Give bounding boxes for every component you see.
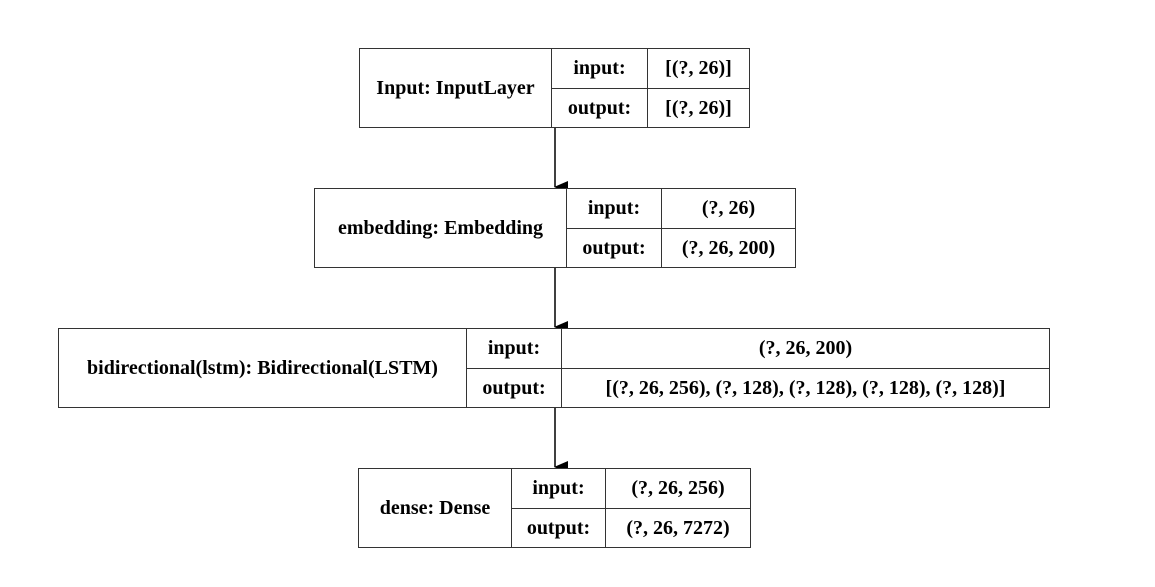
port-table: input: (?, 26, 200) output: [(?, 26, 256… bbox=[467, 329, 1049, 407]
input-label: input: bbox=[567, 189, 662, 228]
port-table: input: (?, 26, 256) output: (?, 26, 7272… bbox=[512, 469, 750, 547]
node-name: Input: InputLayer bbox=[360, 49, 552, 127]
node-name: embedding: Embedding bbox=[315, 189, 567, 267]
input-label: input: bbox=[467, 329, 562, 368]
input-row: input: (?, 26, 200) bbox=[467, 329, 1049, 368]
input-shape: (?, 26, 256) bbox=[631, 477, 725, 500]
output-row: output: (?, 26, 200) bbox=[567, 227, 795, 267]
node-dense: dense: Dense input: (?, 26, 256) output:… bbox=[358, 468, 751, 548]
port-table: input: [(?, 26)] output: [(?, 26)] bbox=[552, 49, 749, 127]
output-row: output: (?, 26, 7272) bbox=[512, 507, 750, 547]
input-shape: (?, 26, 200) bbox=[758, 337, 853, 360]
port-table: input: (?, 26) output: (?, 26, 200) bbox=[567, 189, 795, 267]
input-shape: (?, 26) bbox=[701, 197, 756, 220]
input-label: input: bbox=[552, 49, 648, 88]
node-input-layer: Input: InputLayer input: [(?, 26)] outpu… bbox=[359, 48, 750, 128]
node-name: dense: Dense bbox=[359, 469, 512, 547]
node-embedding: embedding: Embedding input: (?, 26) outp… bbox=[314, 188, 796, 268]
output-label: output: bbox=[512, 508, 606, 547]
output-shape: (?, 26, 200) bbox=[681, 236, 776, 259]
output-shape: (?, 26, 7272) bbox=[626, 516, 730, 539]
output-label: output: bbox=[567, 228, 662, 267]
input-shape: [(?, 26)] bbox=[665, 57, 732, 80]
input-label: input: bbox=[512, 469, 606, 508]
node-name: bidirectional(lstm): Bidirectional(LSTM) bbox=[59, 329, 467, 407]
output-shape: [(?, 26)] bbox=[665, 96, 732, 119]
node-bidirectional-lstm: bidirectional(lstm): Bidirectional(LSTM)… bbox=[58, 328, 1050, 408]
output-shape: [(?, 26, 256), (?, 128), (?, 128), (?, 1… bbox=[605, 376, 1006, 399]
output-label: output: bbox=[467, 368, 562, 407]
input-row: input: (?, 26) bbox=[567, 189, 795, 228]
input-row: input: [(?, 26)] bbox=[552, 49, 749, 88]
output-row: output: [(?, 26)] bbox=[552, 87, 749, 127]
output-label: output: bbox=[552, 88, 648, 127]
output-row: output: [(?, 26, 256), (?, 128), (?, 128… bbox=[467, 367, 1049, 407]
input-row: input: (?, 26, 256) bbox=[512, 469, 750, 508]
